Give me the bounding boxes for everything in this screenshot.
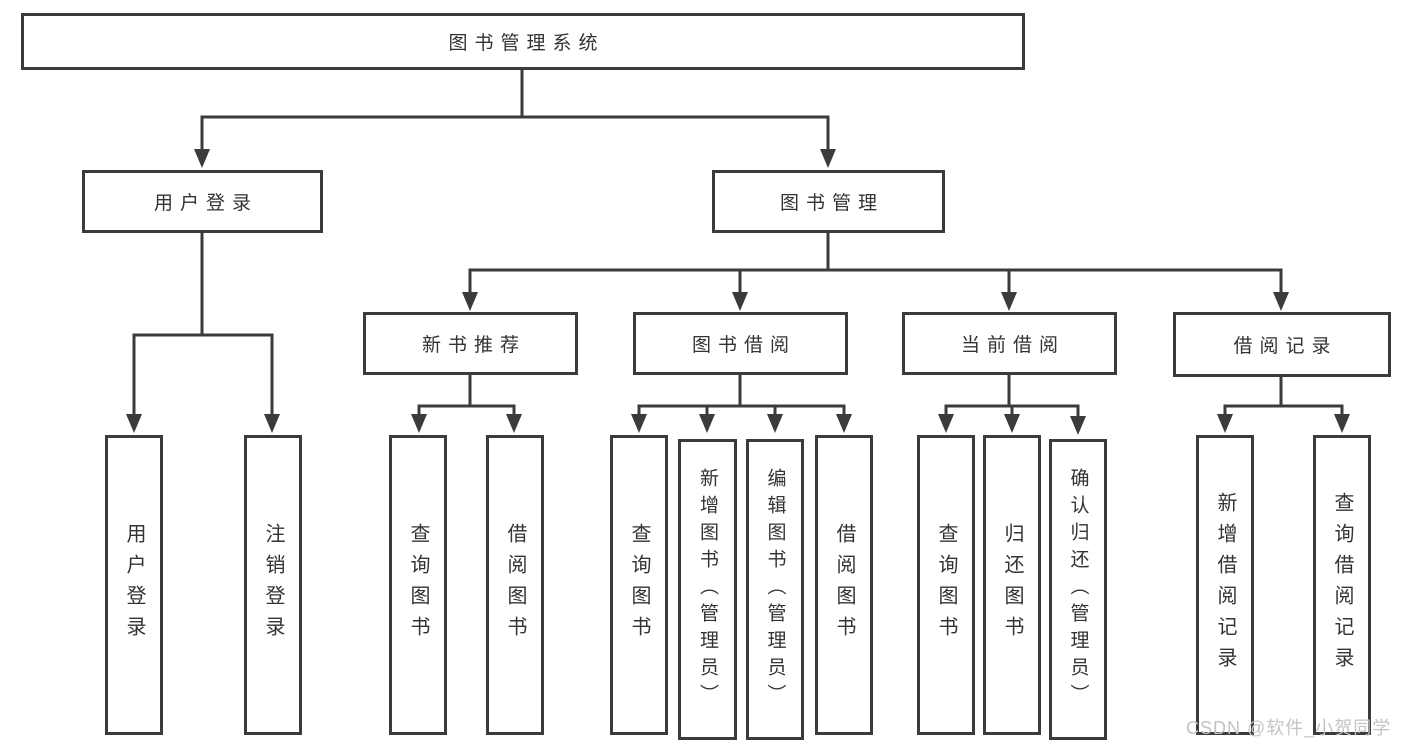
node-book-management: 图书管理 — [712, 170, 945, 233]
leaf-query-books-2-label: 查询图书 — [628, 523, 650, 647]
node-library-system-label: 图书管理系统 — [448, 33, 605, 54]
connector-book-management-to-level3 — [462, 233, 1289, 311]
node-current-borrowing-label: 当前借阅 — [960, 335, 1065, 356]
node-current-borrowing: 当前借阅 — [902, 312, 1117, 375]
leaf-user-login-label: 用户登录 — [123, 523, 145, 647]
node-library-system: 图书管理系统 — [21, 13, 1025, 70]
leaf-borrow-books-1-label: 借阅图书 — [504, 523, 526, 647]
leaf-query-books-1: 查询图书 — [389, 435, 447, 735]
leaf-query-books-2: 查询图书 — [610, 435, 668, 735]
node-borrow-records: 借阅记录 — [1173, 312, 1391, 377]
node-book-borrowing-label: 图书借阅 — [691, 335, 796, 356]
leaf-edit-book-admin: 编辑图书（管理员） — [746, 439, 804, 740]
node-book-borrowing: 图书借阅 — [633, 312, 848, 375]
connector-root-to-level2 — [194, 70, 836, 168]
leaf-logout-label: 注销登录 — [262, 523, 284, 647]
node-new-book-recommend: 新书推荐 — [363, 312, 578, 375]
leaf-query-books-3-label: 查询图书 — [935, 523, 957, 647]
leaf-add-borrow-record: 新增借阅记录 — [1196, 435, 1254, 735]
csdn-watermark: CSDN @软件_小贺同学 — [1186, 718, 1392, 738]
leaf-add-book-admin: 新增图书（管理员） — [678, 439, 737, 740]
node-user-login-label: 用户登录 — [153, 193, 258, 214]
connector-book-borrowing-to-leaves — [631, 375, 852, 433]
leaf-query-borrow-record: 查询借阅记录 — [1313, 435, 1371, 735]
connector-new-book-recommend-to-leaves — [411, 375, 522, 433]
leaf-confirm-return-admin: 确认归还（管理员） — [1049, 439, 1107, 740]
node-borrow-records-label: 借阅记录 — [1233, 336, 1338, 357]
leaf-add-borrow-record-label: 新增借阅记录 — [1214, 492, 1236, 678]
connector-user-login-to-leaves — [126, 233, 280, 433]
connector-borrow-records-to-leaves — [1217, 377, 1350, 433]
node-user-login: 用户登录 — [82, 170, 323, 233]
leaf-borrow-books-1: 借阅图书 — [486, 435, 544, 735]
node-book-management-label: 图书管理 — [779, 193, 884, 214]
leaf-edit-book-admin-label: 编辑图书（管理员） — [764, 468, 786, 711]
leaf-user-login: 用户登录 — [105, 435, 163, 735]
leaf-confirm-return-admin-label: 确认归还（管理员） — [1067, 468, 1089, 711]
leaf-query-books-3: 查询图书 — [917, 435, 975, 735]
leaf-return-book-label: 归还图书 — [1001, 523, 1023, 647]
leaf-query-books-1-label: 查询图书 — [407, 523, 429, 647]
leaf-borrow-books-2: 借阅图书 — [815, 435, 873, 735]
leaf-query-borrow-record-label: 查询借阅记录 — [1331, 492, 1353, 678]
leaf-logout: 注销登录 — [244, 435, 302, 735]
leaf-add-book-admin-label: 新增图书（管理员） — [697, 468, 718, 711]
leaf-borrow-books-2-label: 借阅图书 — [833, 523, 855, 647]
node-new-book-recommend-label: 新书推荐 — [421, 335, 526, 356]
connector-current-borrowing-to-leaves — [938, 375, 1086, 435]
leaf-return-book: 归还图书 — [983, 435, 1041, 735]
